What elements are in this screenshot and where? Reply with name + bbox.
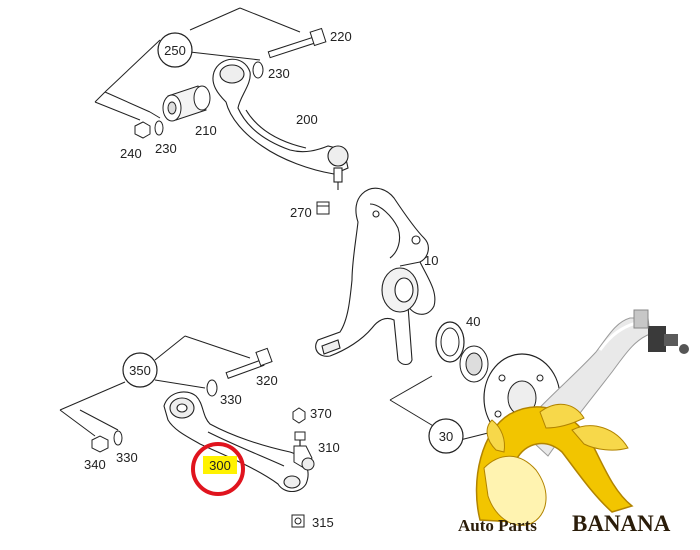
washer-230-icon: [252, 61, 264, 79]
callout-330-top: 330: [220, 392, 242, 407]
lower-arm-leaders: [59, 335, 251, 437]
washer-330-icon: [206, 379, 218, 397]
callout-350: 350: [129, 363, 151, 378]
callout-240: 240: [120, 146, 142, 161]
upper-arm-group: [94, 7, 301, 121]
callout-230-lower: 230: [155, 141, 177, 156]
seal-40-icon: [435, 321, 465, 363]
callout-310: 310: [318, 440, 340, 455]
part-300-ring: [191, 442, 245, 496]
callout-315: 315: [312, 515, 334, 530]
nut-270-icon: [316, 201, 330, 215]
lower-control-arm-300-icon: [163, 391, 309, 493]
callout-circle-350: [122, 352, 158, 388]
washer-230-lower-icon: [154, 120, 164, 136]
callout-220: 220: [330, 29, 352, 44]
callout-30: 30: [439, 429, 453, 444]
callout-270: 270: [290, 205, 312, 220]
bushing-210-icon: [162, 85, 211, 122]
callout-circle-30: [428, 418, 464, 454]
watermark-text-left: Auto Parts: [458, 516, 537, 535]
steering-knuckle-10-icon: [315, 187, 436, 366]
callout-250: 250: [164, 43, 186, 58]
banana-logo-icon: [475, 403, 634, 526]
bolt-320-icon: [225, 347, 273, 379]
callout-370: 370: [310, 406, 332, 421]
part-300-highlight: [203, 456, 237, 474]
callout-320: 320: [256, 373, 278, 388]
watermark-text-right: BANANA: [572, 511, 671, 536]
upper-control-arm-200-icon: [212, 58, 349, 190]
callout-200: 200: [296, 112, 318, 127]
nut-370-icon: [292, 407, 306, 424]
nut-340-icon: [91, 435, 109, 453]
nut-240-icon: [134, 121, 151, 139]
callout-300: 300: [209, 458, 231, 473]
callout-230-top: 230: [268, 66, 290, 81]
callout-40: 40: [466, 314, 480, 329]
callout-210: 210: [195, 123, 217, 138]
callout-circle-250: [157, 32, 193, 68]
ball-joint-310-icon: [293, 431, 315, 471]
callout-340: 340: [84, 457, 106, 472]
nut-315-icon: [291, 514, 305, 528]
callout-330-lower: 330: [116, 450, 138, 465]
washer-330-lower-icon: [113, 430, 123, 446]
wheel-bearing-icon: [459, 345, 489, 383]
callout-10: 10: [424, 253, 438, 268]
bolt-220-icon: [267, 27, 327, 59]
